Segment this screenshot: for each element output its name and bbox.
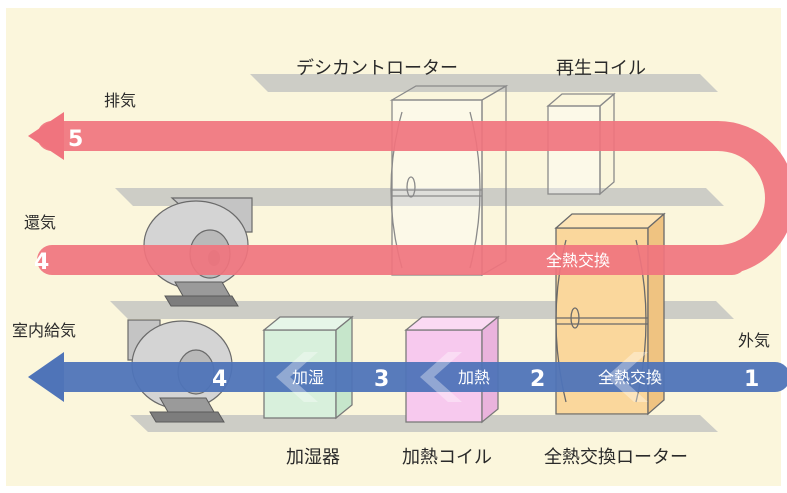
label-exhaust-air: 排気 [104, 91, 136, 110]
label-humidify-on-arrow: 加湿 [292, 368, 324, 387]
shelf-middle [115, 188, 724, 206]
label-desiccant-rotor: デシカントローター [296, 58, 458, 79]
label-humidifier: 加湿器 [286, 447, 340, 468]
supply-arrowhead [28, 352, 64, 402]
shelf-top [250, 74, 718, 92]
chevron-heat-exchange [606, 352, 648, 402]
exhaust-arrowhead [28, 112, 64, 160]
label-supply-air: 室内給気 [12, 321, 76, 340]
step-number-3: 3 [374, 367, 389, 392]
label-total-heat-exchange-exhaust: 全熱交換 [546, 251, 610, 270]
label-outside-air: 外気 [738, 331, 770, 350]
chevron-heating [420, 352, 462, 402]
chevron-humidify [276, 352, 318, 402]
label-heating-on-arrow: 加熱 [458, 368, 490, 387]
step-number-5: 5 [68, 127, 83, 152]
label-heat-exchange-rotor: 全熱交換ローター [544, 447, 688, 468]
step-number-4-supply: 4 [212, 367, 227, 392]
exhaust-air-path [37, 121, 787, 275]
step-number-2: 2 [530, 367, 545, 392]
shelf-bottom [130, 415, 718, 432]
label-return-air: 還気 [24, 213, 56, 232]
step-number-4-return: 4 [34, 250, 49, 275]
step-number-1: 1 [744, 367, 759, 392]
label-total-heat-exchange-supply: 全熱交換 [598, 368, 662, 387]
label-heating-coil: 加熱コイル [402, 447, 492, 468]
label-regeneration-coil: 再生コイル [556, 58, 646, 79]
